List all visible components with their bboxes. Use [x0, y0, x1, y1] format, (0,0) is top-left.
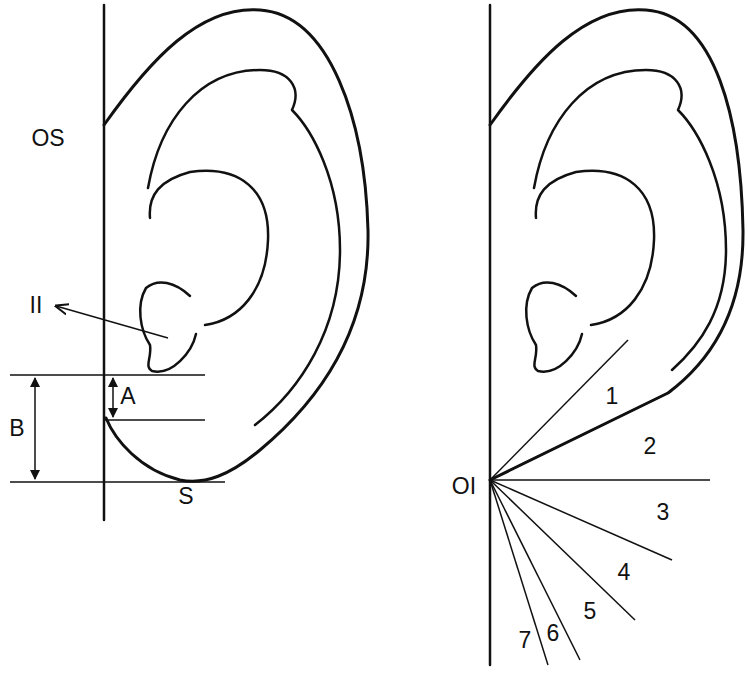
callout-number: 6: [547, 622, 560, 645]
callout-number: 7: [519, 629, 532, 652]
point-label: S: [178, 485, 193, 508]
point-label: OI: [452, 475, 476, 498]
callout-number: 5: [584, 600, 597, 623]
point-label: II: [30, 294, 43, 317]
dimension-label: B: [9, 417, 24, 440]
callout-number: 2: [644, 435, 657, 458]
dimension-label: A: [120, 385, 135, 408]
callout-number: 1: [606, 385, 619, 408]
point-label: OS: [31, 127, 64, 150]
callout-number: 3: [657, 501, 670, 524]
callout-number: 4: [618, 561, 631, 584]
